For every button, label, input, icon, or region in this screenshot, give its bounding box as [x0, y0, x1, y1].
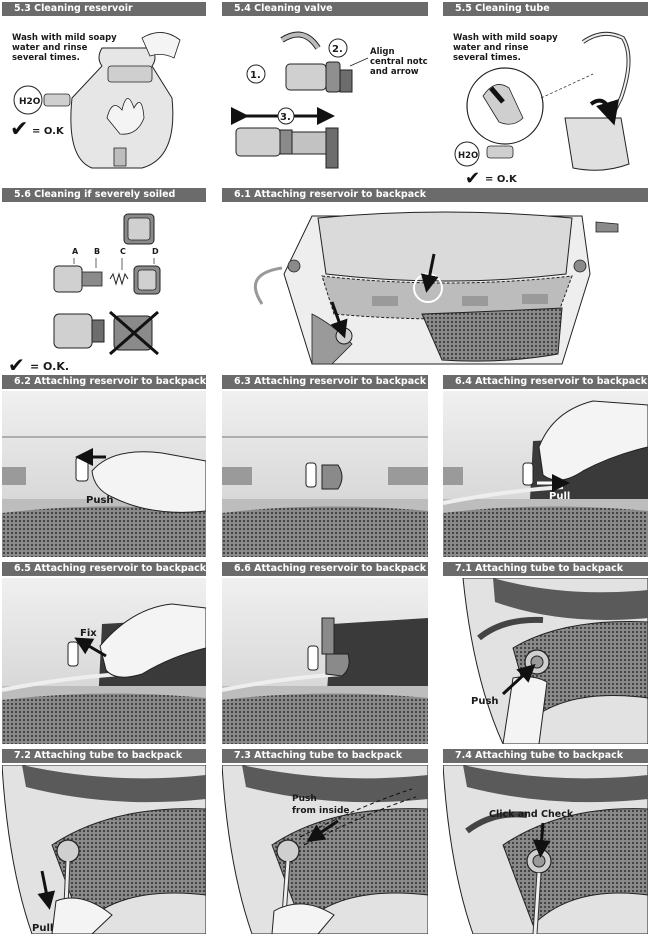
part-d-label: D — [152, 247, 159, 256]
illustration-cleaning-reservoir: Wash with mild soapy water and rinse sev… — [2, 18, 206, 185]
check-icon: ✔ — [10, 117, 28, 142]
panel-5-6-cleaning-severely-soiled: 5.6 Cleaning if severely soiled A B C D … — [2, 188, 206, 370]
wash-text-line-1: Wash with mild soapy — [12, 33, 117, 43]
tablet-icon — [486, 145, 514, 159]
align-text-line-2: central notch — [370, 57, 428, 67]
wash-text-line-3: several times. — [12, 53, 80, 63]
illustration-cleaning-tube: Wash with mild soapy water and rinse sev… — [443, 18, 648, 185]
illustration-step-6-3 — [222, 391, 428, 557]
panel-6-5-attaching-reservoir: 6.5 Attaching reservoir to backpack Fix — [2, 562, 206, 744]
check-icon: ✔ — [465, 168, 480, 185]
push-label-line-2: from inside — [292, 806, 350, 816]
illustration-step-7-4: Click and Check — [443, 765, 648, 934]
pull-label: Pull — [32, 923, 53, 934]
wash-text-line-2: water and rinse — [12, 43, 88, 53]
panel-title: 6.1 Attaching reservoir to backpack — [222, 188, 648, 202]
panel-title: 7.4 Attaching tube to backpack — [443, 749, 648, 763]
illustration-step-7-2: Pull — [2, 765, 206, 934]
ok-label: = O.K — [485, 174, 518, 185]
push-label: Push — [471, 696, 499, 707]
h2o-badge — [454, 141, 480, 167]
step-2-badge — [328, 38, 348, 58]
h2o-badge — [13, 85, 43, 115]
panel-title: 6.5 Attaching reservoir to backpack — [2, 562, 206, 576]
push-label: Push — [86, 495, 114, 506]
click-and-check-label: Click and Check — [489, 809, 574, 820]
step-3-label: 3. — [280, 112, 291, 123]
pull-label: Pull — [549, 491, 570, 502]
illustration-step-6-6 — [222, 578, 428, 744]
panel-7-2-attaching-tube: 7.2 Attaching tube to backpack Pull — [2, 749, 206, 934]
panel-title: 6.2 Attaching reservoir to backpack — [2, 375, 206, 389]
check-icon: ✔ — [8, 353, 25, 370]
panel-6-4-attaching-reservoir: 6.4 Attaching reservoir to backpack Pull — [443, 375, 648, 557]
h2o-label: H2O — [458, 151, 478, 161]
tablet-icon — [43, 93, 71, 107]
panel-title: 7.2 Attaching tube to backpack — [2, 749, 206, 763]
panel-6-2-attaching-reservoir: 6.2 Attaching reservoir to backpack Push — [2, 375, 206, 557]
ok-label: = O.K. — [30, 360, 69, 370]
panel-title: 7.1 Attaching tube to backpack — [443, 562, 648, 576]
panel-7-4-attaching-tube: 7.4 Attaching tube to backpack Click and… — [443, 749, 648, 934]
panel-5-4-cleaning-valve: 5.4 Cleaning valve 1. 2. Align central n… — [222, 2, 428, 185]
panel-title: 7.3 Attaching tube to backpack — [222, 749, 428, 763]
part-b-label: B — [94, 247, 100, 256]
part-a-label: A — [72, 247, 79, 256]
panel-5-3-cleaning-reservoir: 5.3 Cleaning reservoir Wash with mild so… — [2, 2, 206, 185]
push-label-line-1: Push — [292, 794, 317, 804]
wash-text-line-2: water and rinse — [453, 43, 529, 53]
h2o-label: H2O — [19, 97, 41, 107]
illustration-step-7-1: Push — [443, 578, 648, 744]
illustration-step-6-2: Push — [2, 391, 206, 557]
step-2-label: 2. — [332, 44, 343, 55]
ok-label: = O.K — [32, 126, 65, 137]
part-c-label: C — [120, 247, 126, 256]
panel-7-1-attaching-tube: 7.1 Attaching tube to backpack Push — [443, 562, 648, 744]
illustration-step-6-5: Fix — [2, 578, 206, 744]
step-3-badge — [277, 107, 295, 125]
illustration-step-6-4: Pull — [443, 391, 648, 557]
panel-title: 5.5 Cleaning tube — [443, 2, 648, 16]
wash-text-line-1: Wash with mild soapy — [453, 33, 558, 43]
panel-6-6-attaching-reservoir: 6.6 Attaching reservoir to backpack — [222, 562, 428, 744]
panel-5-5-cleaning-tube: 5.5 Cleaning tube Wash with mild soapy w… — [443, 2, 648, 185]
align-text-line-1: Align — [370, 47, 395, 57]
panel-title: 5.6 Cleaning if severely soiled — [2, 188, 206, 202]
panel-7-3-attaching-tube: 7.3 Attaching tube to backpack Push from… — [222, 749, 428, 934]
step-1-badge — [246, 64, 266, 84]
align-text-line-3: and arrow — [370, 67, 419, 77]
panel-title: 5.4 Cleaning valve — [222, 2, 428, 16]
panel-title: 5.3 Cleaning reservoir — [2, 2, 206, 16]
wash-text-line-3: several times. — [453, 53, 521, 63]
fix-label: Fix — [80, 628, 97, 639]
illustration-cleaning-severely-soiled: A B C D ✔ = O.K. — [2, 204, 206, 370]
illustration-cleaning-valve: 1. 2. Align central notch and arrow 3. — [222, 18, 428, 185]
panel-6-1-attaching-reservoir: 6.1 Attaching reservoir to backpack — [222, 188, 648, 370]
step-1-label: 1. — [250, 70, 261, 81]
panel-title: 6.4 Attaching reservoir to backpack — [443, 375, 648, 389]
panel-6-3-attaching-reservoir: 6.3 Attaching reservoir to backpack — [222, 375, 428, 557]
illustration-step-7-3: Push from inside — [222, 765, 428, 934]
panel-title: 6.6 Attaching reservoir to backpack — [222, 562, 428, 576]
panel-title: 6.3 Attaching reservoir to backpack — [222, 375, 428, 389]
illustration-attaching-reservoir-overview — [222, 204, 648, 370]
